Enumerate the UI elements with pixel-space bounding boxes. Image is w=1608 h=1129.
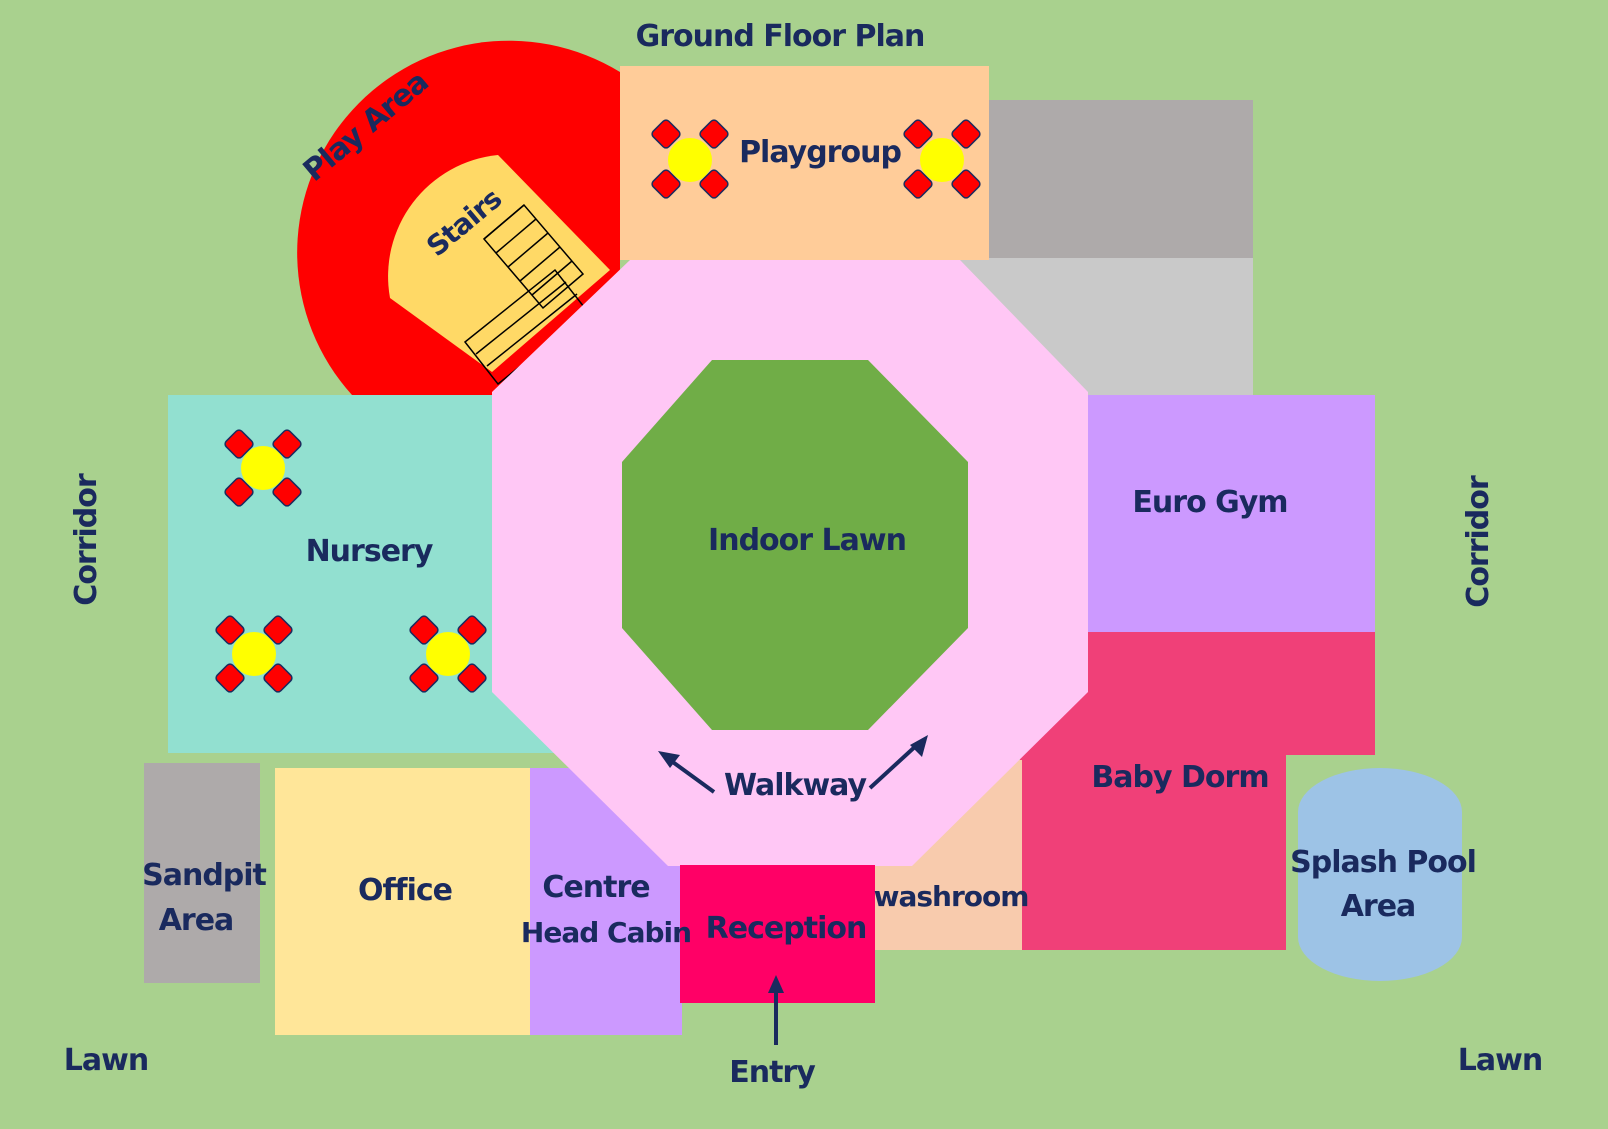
chair-icon xyxy=(224,429,254,459)
table-icon xyxy=(232,632,276,676)
baby-dorm-label: Baby Dorm xyxy=(1091,760,1268,795)
chair-icon xyxy=(409,615,439,645)
table-icon xyxy=(426,632,470,676)
euro-gym-label: Euro Gym xyxy=(1132,485,1287,520)
chair-icon xyxy=(699,169,729,199)
stairs-zone xyxy=(388,155,610,372)
corridor-left-label: Corridor xyxy=(69,473,104,606)
walkway-arrow-left xyxy=(658,751,716,794)
chair-icon xyxy=(457,663,487,693)
chair-icon xyxy=(215,615,245,645)
corridor-right-label: Corridor xyxy=(1461,475,1496,608)
chair-icon xyxy=(903,119,933,149)
table-set-playgroup-left xyxy=(651,119,729,199)
chair-icon xyxy=(651,119,681,149)
walkway-arrow-right xyxy=(868,735,928,790)
office-room xyxy=(275,768,530,1035)
washroom-label: washroom xyxy=(874,880,1029,913)
reception-label: Reception xyxy=(706,911,867,946)
nursery-label: Nursery xyxy=(306,534,434,569)
playgroup-label: Playgroup xyxy=(739,135,901,170)
chair-icon xyxy=(457,615,487,645)
table-icon xyxy=(241,446,285,490)
chair-icon xyxy=(263,663,293,693)
sandpit-label-line1: Sandpit xyxy=(142,858,266,893)
entry-label: Entry xyxy=(729,1055,816,1090)
chair-icon xyxy=(651,169,681,199)
lawn-right-label: Lawn xyxy=(1458,1043,1542,1078)
splash-pool-label-line2: Area xyxy=(1341,889,1416,924)
table-set-playgroup-right xyxy=(903,119,981,199)
splash-pool-label-line1: Splash Pool xyxy=(1290,845,1476,880)
page-title: Ground Floor Plan xyxy=(636,19,925,54)
splash-pool xyxy=(1298,768,1462,981)
walkway-label: Walkway xyxy=(724,768,868,803)
chair-icon xyxy=(409,663,439,693)
office-label: Office xyxy=(358,873,452,908)
chair-icon xyxy=(224,477,254,507)
euro-gym-room xyxy=(1070,395,1375,635)
chair-icon xyxy=(272,429,302,459)
chair-icon xyxy=(272,477,302,507)
lawn-left-label: Lawn xyxy=(64,1043,148,1078)
entry-arrow xyxy=(768,975,784,1045)
stairs-steps xyxy=(463,203,590,386)
indoor-lawn-label: Indoor Lawn xyxy=(708,523,906,558)
sandpit-label-line2: Area xyxy=(159,903,234,938)
chair-icon xyxy=(951,119,981,149)
centre-head-label-line1: Centre xyxy=(542,870,649,905)
baby-dorm-room xyxy=(1020,632,1375,950)
chair-icon xyxy=(951,169,981,199)
chair-icon xyxy=(699,119,729,149)
indoor-lawn xyxy=(622,360,968,730)
chair-icon xyxy=(215,663,245,693)
sandpit-area xyxy=(144,763,260,983)
table-icon xyxy=(920,138,964,182)
table-set-nursery-bottom-right xyxy=(409,615,487,693)
storage-dark xyxy=(985,100,1253,260)
table-icon xyxy=(668,138,712,182)
chair-icon xyxy=(263,615,293,645)
table-sets xyxy=(215,119,981,693)
centre-head-label-line2: Head Cabin xyxy=(521,916,691,949)
table-set-nursery-bottom-left xyxy=(215,615,293,693)
chair-icon xyxy=(903,169,933,199)
table-set-nursery-top xyxy=(224,429,302,507)
